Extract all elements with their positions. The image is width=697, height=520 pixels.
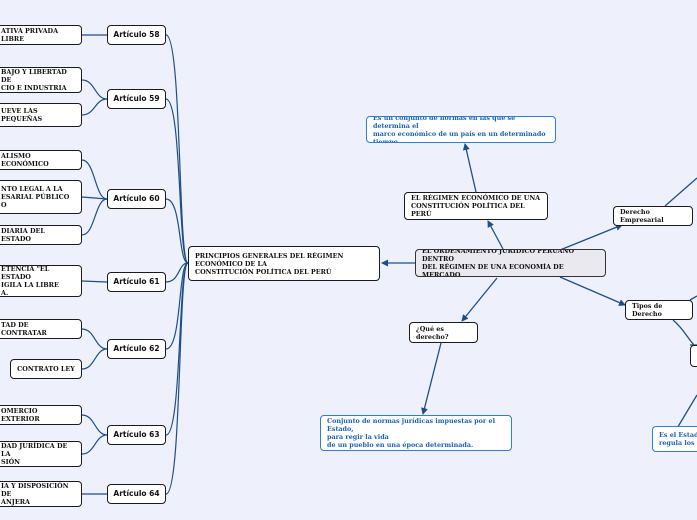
principios-node: PRINCIPIOS GENERALES DEL RÉGIMEN ECONÓMI…: [188, 246, 380, 281]
derecho-empresarial-node: Derecho Empresarial: [613, 206, 693, 226]
connector-art-62: [165, 262, 189, 350]
arrow-to-que-es: [461, 277, 498, 322]
leaf-pluralismo-economico: ALISMO ECONÓMICO: [0, 150, 82, 170]
article-59: Artículo 59: [107, 89, 166, 109]
connector-leaf-60b: [81, 196, 108, 200]
arrow-offscreen-2: [689, 295, 697, 301]
leaf-libertad-trabajo: BAJO Y LIBERTAD DE CIO E INDUSTRIA: [0, 67, 82, 93]
leaf-tratamiento-legal: NTO LEGAL A LA ESARIAL PÚBLICO O: [0, 180, 82, 214]
connector-leaf-61: [81, 280, 108, 283]
connector-leaf-62a: [81, 328, 108, 350]
connector-leaf-60a: [81, 159, 108, 200]
leaf-contrato-ley: CONTRATO LEY: [10, 359, 82, 379]
connector-leaf-62b: [81, 348, 108, 370]
tipos-derecho-node: Tipos de Derecho: [625, 300, 693, 320]
connector-leaf-63b: [81, 434, 108, 455]
arrow-offscreen-5: [675, 394, 697, 431]
arrow-offscreen-1: [664, 177, 697, 207]
article-60: Artículo 60: [107, 189, 166, 209]
offscreen-node: [690, 345, 697, 367]
que-es-derecho-node: ¿Qué es derecho?: [409, 322, 478, 343]
arrow-regimen-def: [462, 143, 477, 193]
article-64: Artículo 64: [107, 484, 166, 504]
que-es-derecho-definition: Conjunto de normas jurídicas impuestas p…: [320, 415, 512, 451]
arrow-to-regimen: [487, 220, 504, 250]
arrow-offscreen-3: [672, 319, 697, 349]
connector-art-64: [165, 262, 189, 495]
connector-art-59: [165, 98, 189, 264]
estado-definition: Es el Estado regula los in: [652, 426, 697, 452]
arrow-to-derecho-empresarial: [559, 223, 623, 251]
leaf-igualdad-juridica: DAD JURÍDICA DE LA SIÓN: [0, 441, 82, 467]
leaf-comercio-exterior: OMERCIO EXTERIOR: [0, 405, 82, 425]
article-63: Artículo 63: [107, 425, 166, 445]
leaf-libertad-contratar: TAD DE CONTRATAR: [0, 319, 82, 339]
leaf-subsidiaria-estado: DIARIA DEL ESTADO: [0, 225, 82, 245]
connector-leaf-59b: [81, 98, 108, 116]
connector-leaf-59a: [81, 79, 108, 100]
connector-leaf-63a: [81, 414, 108, 436]
central-topic: EL ORDENAMIENTO JURÍDICO PERUANO DENTRO …: [415, 249, 606, 277]
leaf-promueve-pequenas: UEVE LAS PEQUEÑAS: [0, 103, 82, 127]
connector-art-60: [165, 198, 189, 264]
article-62: Artículo 62: [107, 339, 166, 359]
article-61: Artículo 61: [107, 272, 166, 292]
connector-art-63: [165, 262, 189, 436]
arrow-que-es-def: [421, 342, 442, 415]
leaf-iniciativa-privada: ATIVA PRIVADA LIBRE: [0, 25, 82, 45]
leaf-libre-competencia: ETENCIA "EL ESTADO IGILA LA LIBRE A.: [0, 265, 82, 297]
connector-art-61: [165, 262, 189, 283]
leaf-tenencia-moneda: IA Y DISPOSICIÓN DE ANJERA: [0, 481, 82, 507]
regimen-node: EL RÉGIMEN ECONÓMICO DE UNA CONSTITUCIÓN…: [404, 192, 548, 220]
regimen-definition: Es un conjunto de normas en las que se d…: [366, 116, 556, 143]
connector-leaf-60c: [81, 198, 108, 236]
arrow-to-tipos: [559, 276, 626, 306]
article-58: Artículo 58: [107, 25, 166, 45]
